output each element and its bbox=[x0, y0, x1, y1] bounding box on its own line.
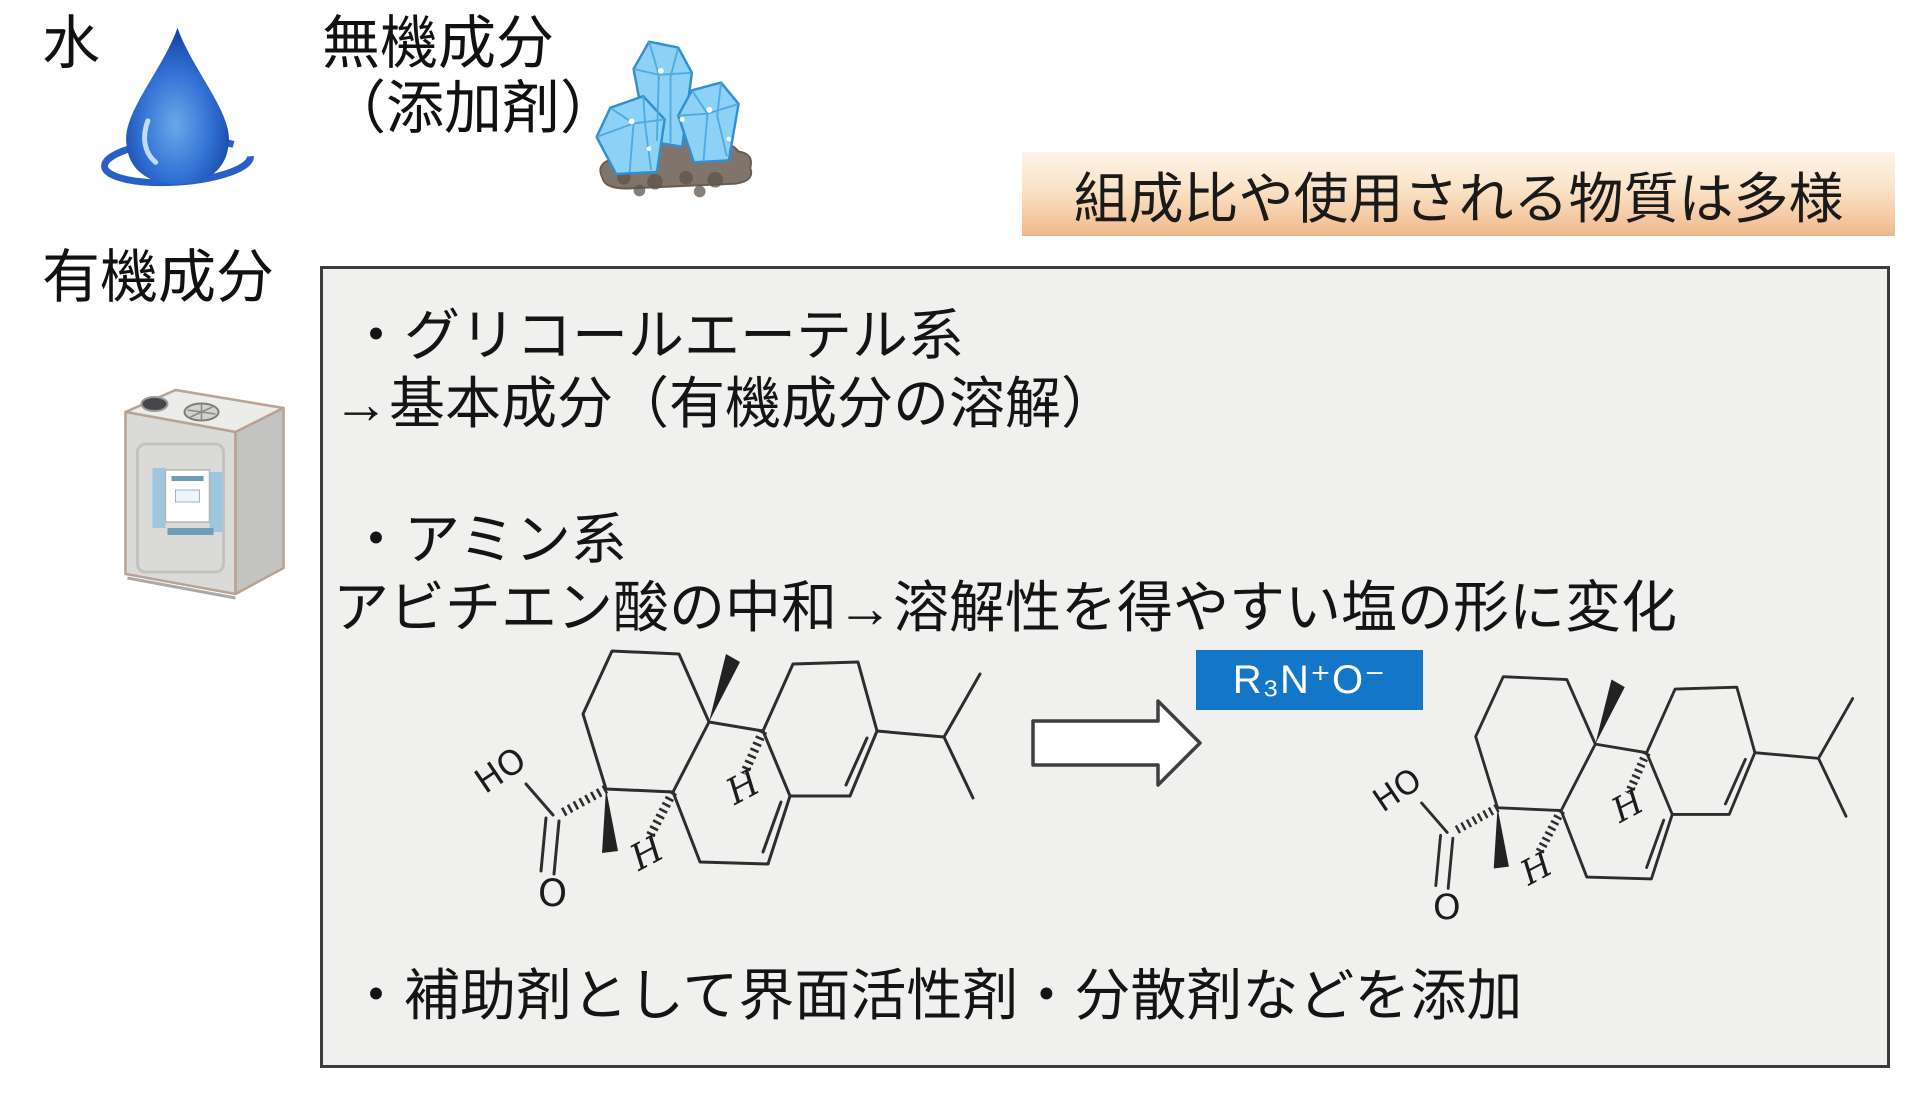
abietic-acid-right bbox=[1338, 651, 1884, 936]
composition-panel: ・グリコールエーテル系 →基本成分（有機成分の溶解） ・アミン系 アビチエン酸の… bbox=[320, 266, 1890, 1068]
reagent-formula: R₃N⁺O⁻ bbox=[1232, 658, 1387, 702]
amine-desc: アビチエン酸の中和→溶解性を得やすい塩の形に変化 bbox=[333, 576, 1677, 639]
inorganic-label: 無機成分 （添加剤） bbox=[322, 11, 619, 142]
inorganic-label-line2: （添加剤） bbox=[328, 75, 619, 141]
metal-can-icon bbox=[124, 388, 285, 600]
crystal-icon bbox=[595, 40, 753, 198]
reagent-box: R₃N⁺O⁻ bbox=[1196, 650, 1423, 710]
water-label: 水 bbox=[42, 11, 101, 76]
diversity-banner: 組成比や使用される物質は多様 bbox=[1022, 152, 1895, 236]
organic-label: 有機成分 bbox=[42, 245, 275, 310]
inorganic-label-line1: 無機成分 bbox=[322, 11, 555, 76]
glycol-desc: →基本成分（有機成分の溶解） bbox=[333, 372, 1117, 435]
block-arrow-icon bbox=[1031, 699, 1202, 787]
amine-title: ・アミン系 bbox=[348, 508, 627, 571]
auxiliary-line: ・補助剤として界面活性剤・分散剤などを添加 bbox=[348, 964, 1523, 1027]
glycol-title: ・グリコールエーテル系 bbox=[348, 304, 964, 367]
abietic-acid-left bbox=[438, 624, 1013, 924]
water-drop-icon bbox=[101, 27, 254, 187]
diversity-banner-text: 組成比や使用される物質は多様 bbox=[1073, 168, 1844, 230]
